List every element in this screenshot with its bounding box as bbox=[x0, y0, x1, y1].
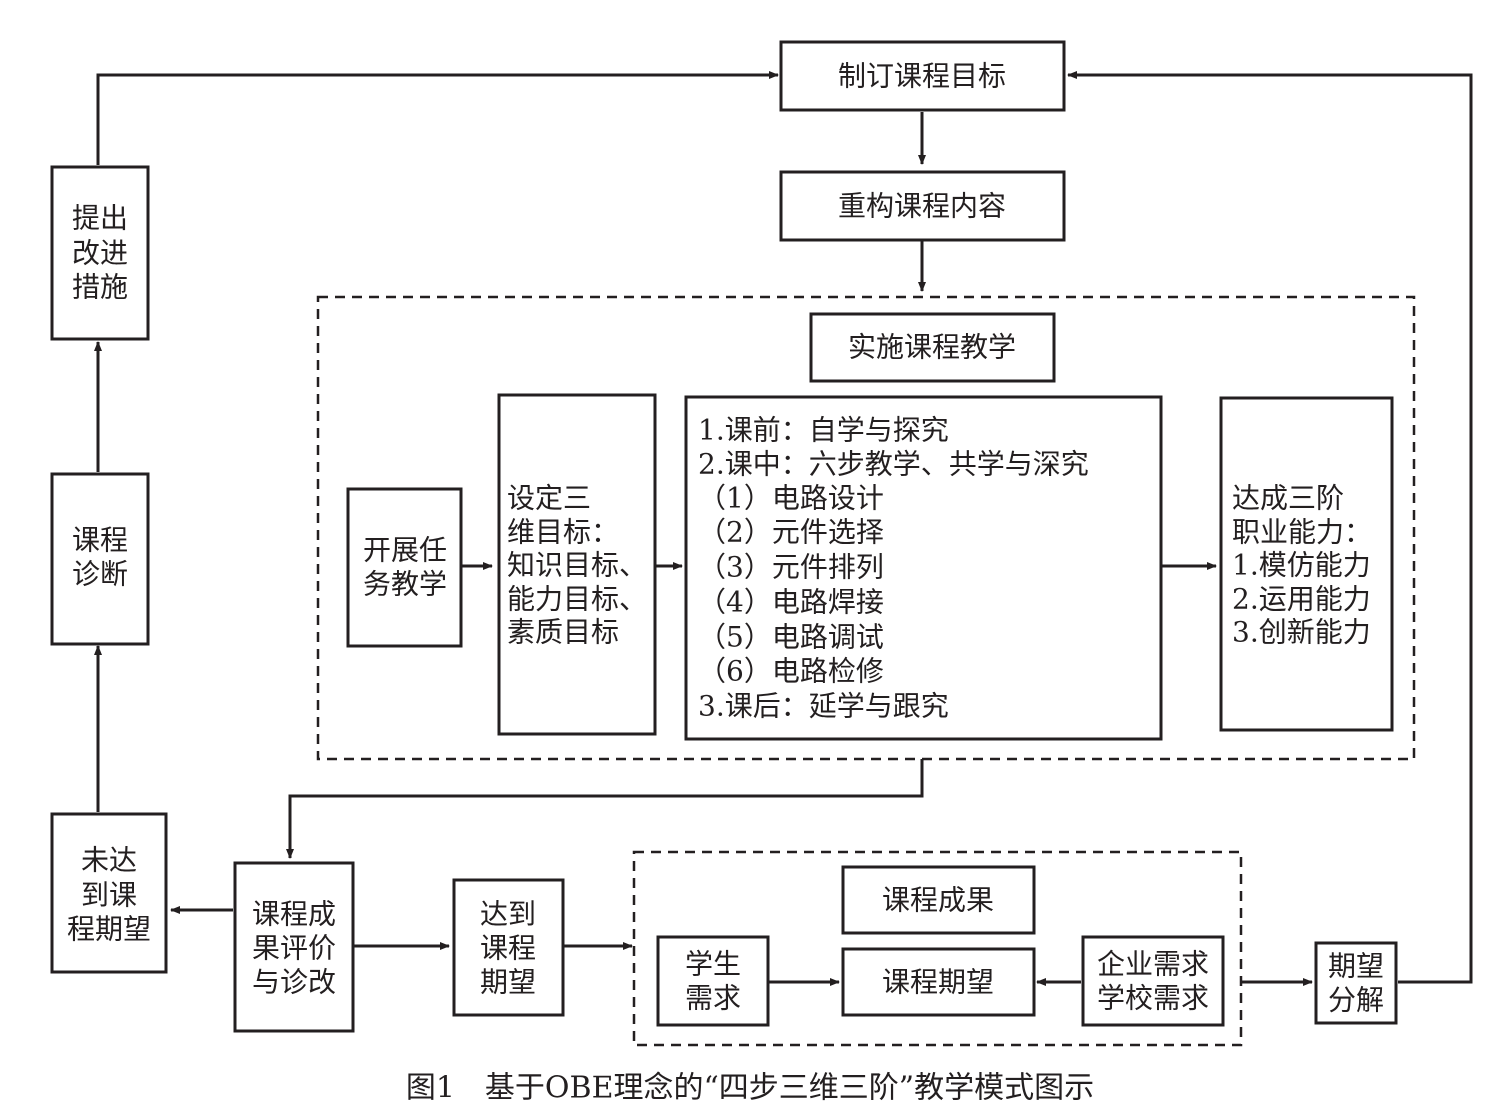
diagnose-line: 课程 bbox=[72, 524, 128, 557]
set-goal-label: 制订课程目标 bbox=[838, 60, 1006, 93]
process-line: （4）电路焊接 bbox=[698, 586, 884, 619]
enterprise-school-needs-line: 学校需求 bbox=[1097, 982, 1209, 1015]
implement-teaching-box bbox=[809, 312, 1056, 383]
decompose-box bbox=[1314, 941, 1398, 1025]
implement-teaching-label: 实施课程教学 bbox=[848, 331, 1016, 364]
improve-box bbox=[50, 165, 150, 341]
three-abilities-text: 达成三阶 职业能力： 1.模仿能力 2.运用能力 3.创新能力 bbox=[1232, 482, 1372, 649]
abilities-line: 职业能力： bbox=[1232, 516, 1372, 549]
enterprise-school-needs-line: 企业需求 bbox=[1097, 948, 1209, 981]
task-teaching-box bbox=[346, 487, 463, 648]
rebuild-content-box bbox=[779, 170, 1066, 242]
expectation-group bbox=[632, 850, 1243, 1047]
task-teaching-line: 开展任 bbox=[363, 534, 447, 567]
arrow-implement-to-evaluate bbox=[286, 759, 924, 859]
student-needs-line: 需求 bbox=[685, 982, 741, 1015]
evaluate-text: 课程成 果评价 与诊改 bbox=[252, 898, 336, 999]
abilities-line: 3.创新能力 bbox=[1232, 616, 1371, 649]
figure-caption: 图1 基于OBE理念的“四步三维三阶”教学模式图示 bbox=[406, 1071, 1094, 1106]
task-teaching-line: 务教学 bbox=[363, 568, 447, 601]
diagnose-line: 诊断 bbox=[72, 558, 128, 591]
course-result-label: 课程成果 bbox=[882, 884, 994, 917]
abilities-line: 2.运用能力 bbox=[1232, 583, 1371, 616]
not-reached-box bbox=[50, 812, 168, 974]
reached-line: 期望 bbox=[480, 966, 536, 999]
course-result-box bbox=[841, 865, 1036, 935]
evaluate-line: 课程成 bbox=[252, 898, 336, 931]
reached-box bbox=[452, 878, 565, 1017]
process-line: 1.课前：自学与探究 bbox=[698, 414, 949, 447]
arrow-decompose-to-goal bbox=[1067, 71, 1473, 984]
three-dim-goals-text: 设定三 维目标： 知识目标、 能力目标、 素质目标 bbox=[507, 482, 647, 649]
process-text: 1.课前：自学与探究 2.课中：六步教学、共学与深究 （1）电路设计 （2）元件… bbox=[698, 414, 1089, 723]
improve-line: 改进 bbox=[72, 237, 128, 270]
process-line: 2.课中：六步教学、共学与深究 bbox=[698, 448, 1089, 481]
diagnose-text: 课程 诊断 bbox=[72, 524, 128, 591]
improve-text: 提出 改进 措施 bbox=[72, 202, 128, 304]
process-line: （1）电路设计 bbox=[698, 482, 884, 515]
enterprise-school-needs-text: 企业需求 学校需求 bbox=[1097, 948, 1209, 1015]
process-line: （6）电路检修 bbox=[698, 655, 884, 688]
process-line: （2）元件选择 bbox=[698, 516, 884, 549]
process-line: （3）元件排列 bbox=[698, 551, 884, 584]
reached-text: 达到 课程 期望 bbox=[480, 898, 536, 999]
student-needs-line: 学生 bbox=[685, 948, 741, 981]
process-line: 3.课后：延学与跟究 bbox=[698, 690, 949, 723]
implementation-group bbox=[316, 295, 1416, 761]
decompose-text: 期望 分解 bbox=[1328, 950, 1384, 1017]
process-box bbox=[684, 395, 1163, 741]
goals-line: 维目标： bbox=[507, 516, 619, 549]
goals-line: 素质目标 bbox=[507, 616, 619, 649]
goals-line: 设定三 bbox=[507, 482, 591, 515]
evaluate-box bbox=[233, 861, 355, 1033]
abilities-line: 1.模仿能力 bbox=[1232, 549, 1371, 582]
evaluate-line: 果评价 bbox=[252, 932, 336, 965]
not-reached-line: 到课 bbox=[81, 879, 137, 912]
enterprise-school-needs-box bbox=[1081, 935, 1225, 1027]
not-reached-text: 未达 到课 程期望 bbox=[67, 844, 151, 946]
decompose-line: 期望 bbox=[1328, 950, 1384, 983]
improve-line: 措施 bbox=[72, 271, 128, 304]
three-abilities-box bbox=[1219, 396, 1394, 732]
goals-line: 知识目标、 bbox=[507, 549, 647, 582]
reached-line: 达到 bbox=[480, 898, 536, 931]
process-line: （5）电路调试 bbox=[698, 621, 884, 654]
goals-line: 能力目标、 bbox=[507, 583, 647, 616]
set-goal-box bbox=[779, 40, 1066, 112]
abilities-line: 达成三阶 bbox=[1232, 482, 1344, 515]
reached-line: 课程 bbox=[480, 932, 536, 965]
decompose-line: 分解 bbox=[1328, 984, 1384, 1017]
course-expectation-label: 课程期望 bbox=[882, 966, 994, 999]
student-needs-text: 学生 需求 bbox=[685, 948, 741, 1015]
student-needs-box bbox=[656, 935, 770, 1027]
course-expectation-box bbox=[841, 947, 1036, 1017]
diagnose-box bbox=[50, 472, 150, 646]
not-reached-line: 程期望 bbox=[67, 913, 151, 946]
three-dim-goals-box bbox=[497, 393, 657, 736]
improve-line: 提出 bbox=[72, 202, 128, 235]
task-teaching-text: 开展任 务教学 bbox=[363, 534, 447, 601]
evaluate-line: 与诊改 bbox=[252, 966, 336, 999]
arrow-improve-to-goal bbox=[96, 71, 779, 165]
connectors bbox=[94, 71, 1473, 986]
rebuild-content-label: 重构课程内容 bbox=[838, 190, 1006, 223]
not-reached-line: 未达 bbox=[81, 844, 137, 877]
